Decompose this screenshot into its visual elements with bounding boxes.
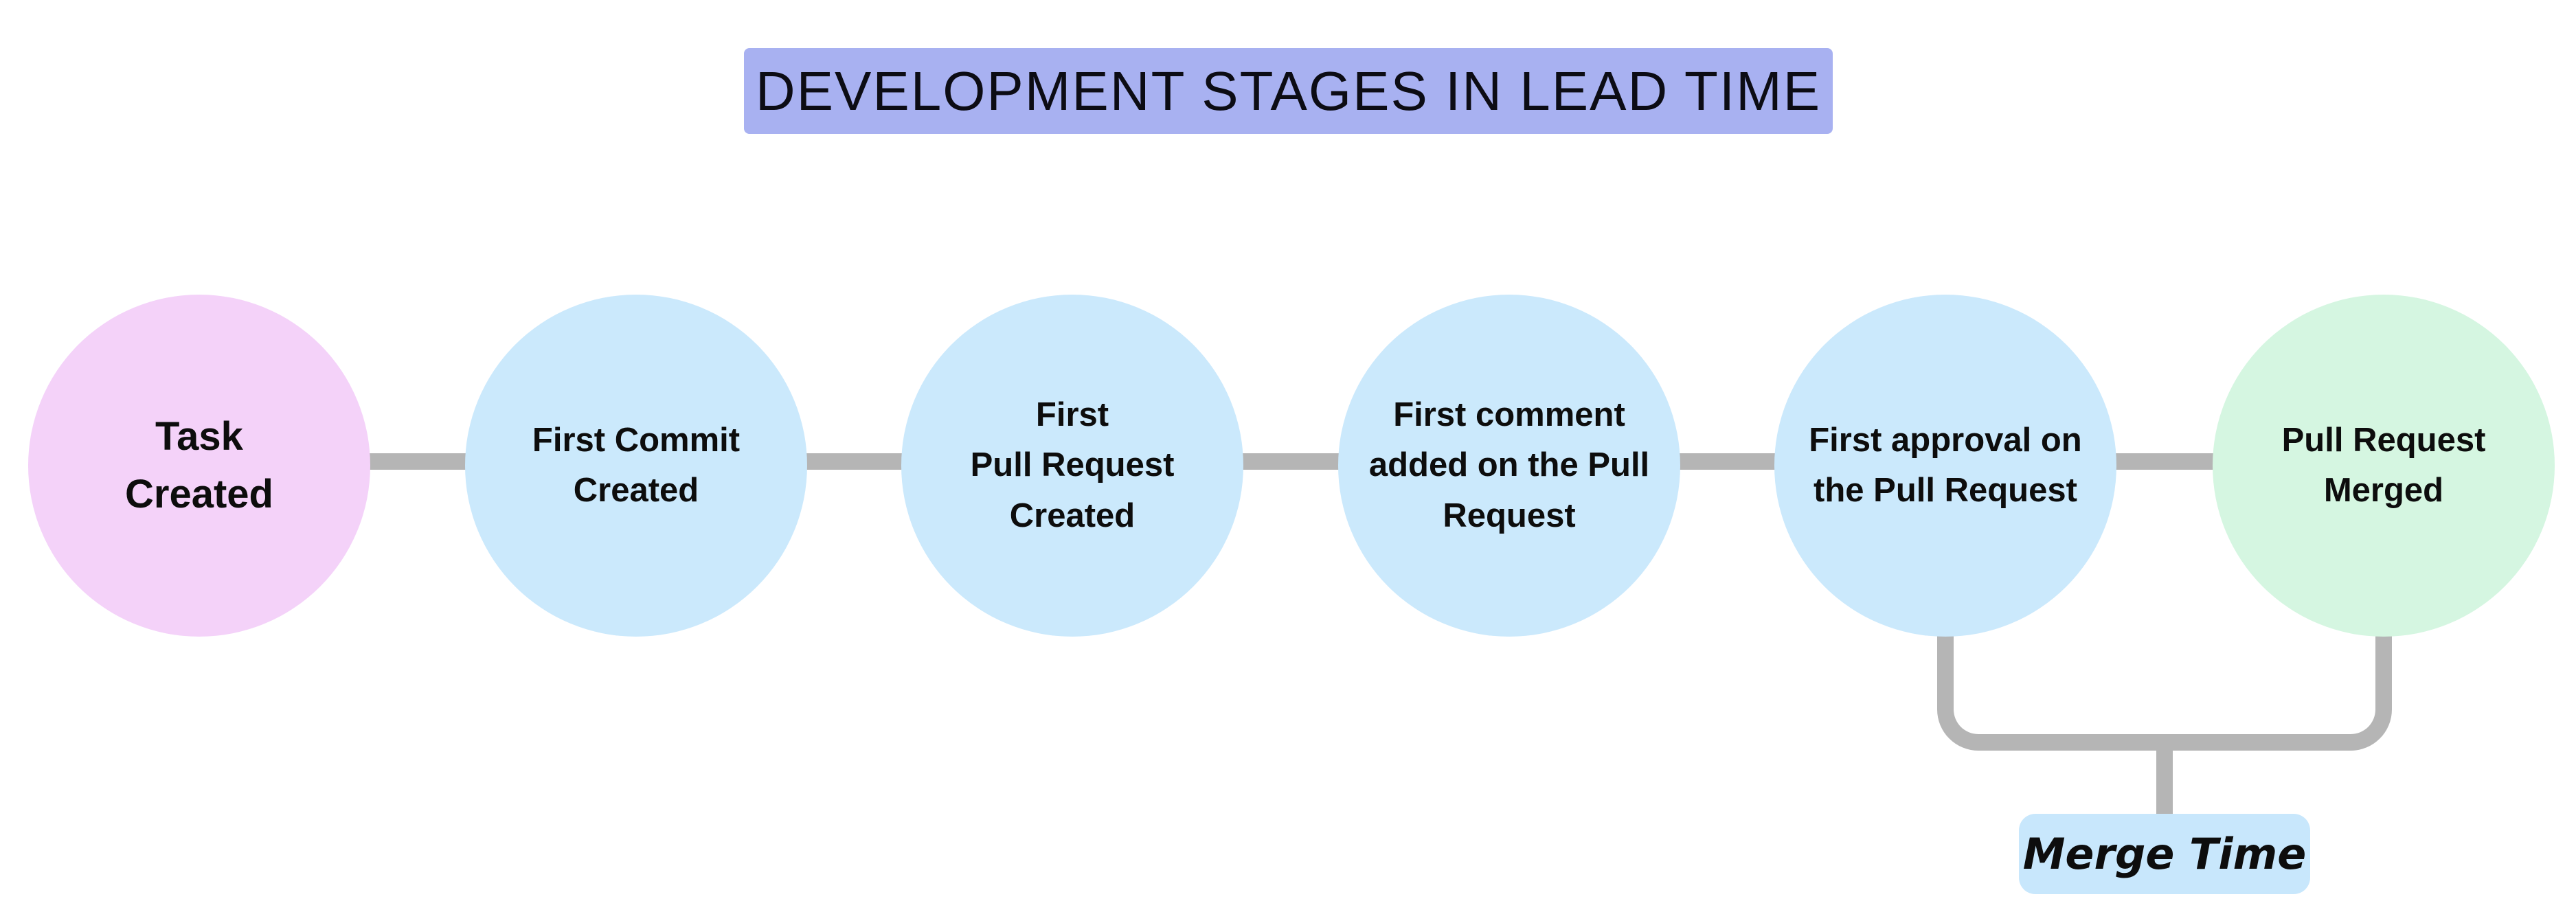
- merge-time-bracket: [1937, 622, 2392, 751]
- stage-label: Pull Request Merged: [2281, 421, 2486, 510]
- stage-circle-first-comment-added: First comment added on the Pull Request: [1338, 295, 1680, 637]
- stage-circle-pull-request-merged: Pull Request Merged: [2213, 295, 2555, 637]
- stage-label: First Commit Created: [532, 421, 741, 510]
- merge-time-bracket-stem: [2156, 750, 2173, 816]
- merge-time-text: Merge Time: [2022, 829, 2307, 879]
- merge-time-label: Merge Time: [2019, 814, 2310, 894]
- stage-label: First Pull Request Created: [970, 396, 1175, 534]
- stage-label: First comment added on the Pull Request: [1368, 396, 1650, 534]
- stage-label: Task Created: [125, 413, 273, 516]
- title-text: DEVELOPMENT STAGES IN LEAD TIME: [755, 60, 1822, 122]
- stage-circle-first-approval: First approval on the Pull Request: [1774, 295, 2116, 637]
- stage-circle-first-commit-created: First Commit Created: [465, 295, 807, 637]
- stage-circle-first-pull-request-created: First Pull Request Created: [901, 295, 1243, 637]
- title-banner: DEVELOPMENT STAGES IN LEAD TIME: [744, 48, 1833, 134]
- stage-label: First approval on the Pull Request: [1809, 421, 2082, 510]
- stage-circle-task-created: Task Created: [28, 295, 370, 637]
